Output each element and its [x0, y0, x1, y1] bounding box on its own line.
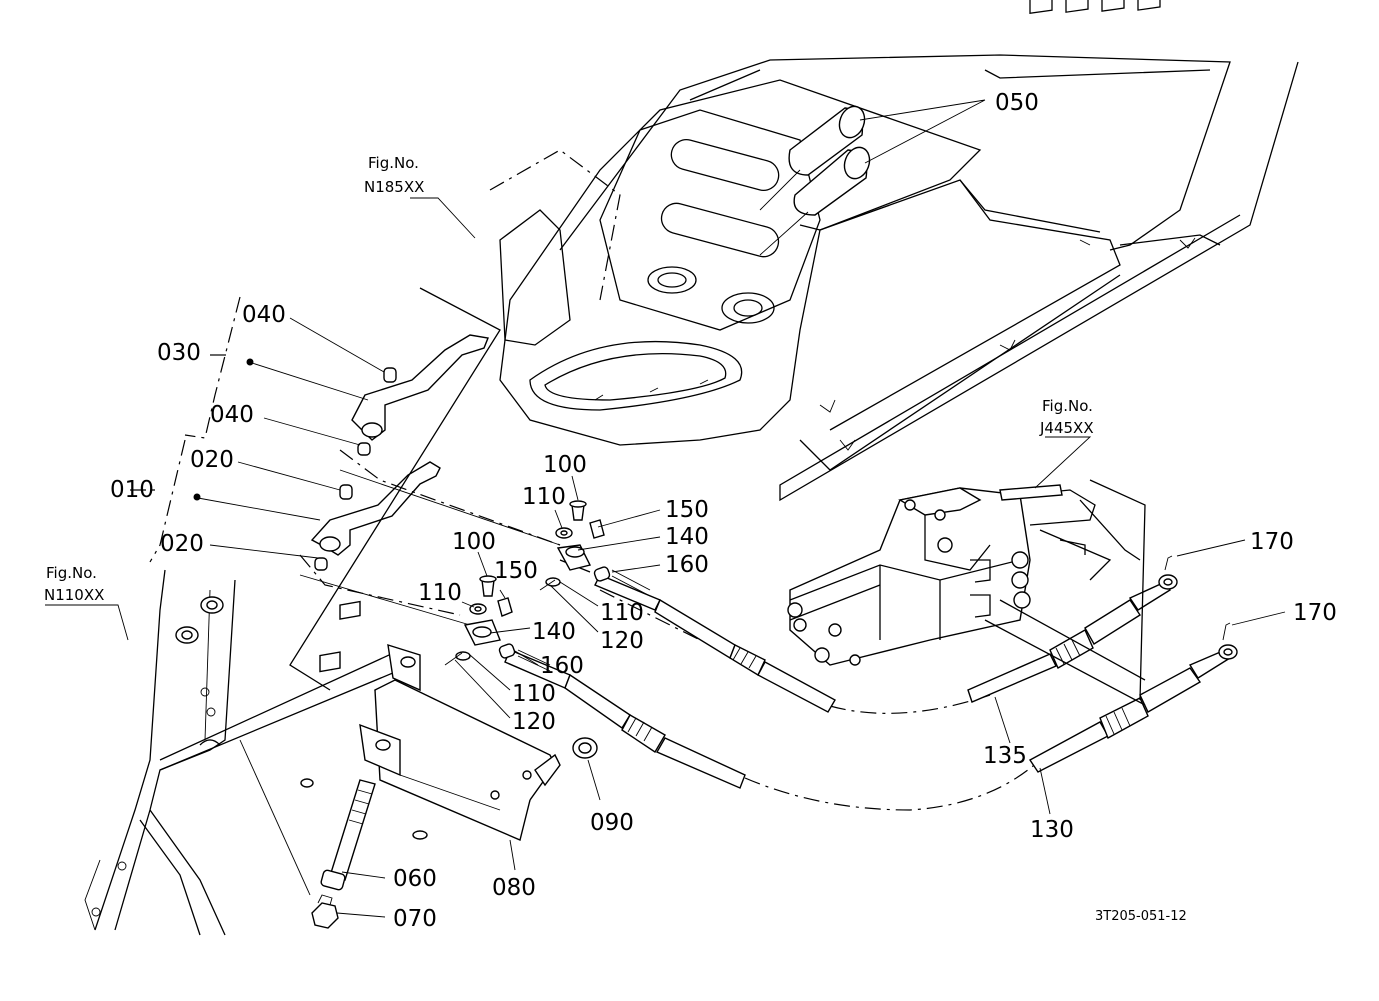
- label-090: 090: [590, 810, 634, 836]
- label-140-upper: 140: [665, 524, 709, 550]
- label-120-upper: 120: [600, 628, 644, 654]
- leader-lines: [45, 99, 1286, 918]
- lever-030: [351, 334, 489, 456]
- label-100-upper: 100: [543, 452, 587, 478]
- label-010: 010: [110, 477, 154, 503]
- figref-n110-line2: N110XX: [44, 586, 104, 604]
- label-050: 050: [995, 90, 1039, 116]
- label-080: 080: [492, 875, 536, 901]
- mounting-plate-080: [359, 643, 561, 841]
- cable-130: [504, 649, 1231, 811]
- lever-010: [310, 461, 441, 571]
- label-110-lower: 110: [512, 681, 556, 707]
- label-030: 030: [157, 340, 201, 366]
- connection-lines: [289, 287, 701, 691]
- label-140-lower: 140: [532, 619, 576, 645]
- label-160-upper: 160: [665, 552, 709, 578]
- figref-n185-line2: N185XX: [364, 178, 424, 196]
- fastener-group-lower: [444, 575, 551, 672]
- bracket-030: [184, 296, 241, 439]
- label-020-upper: 020: [190, 447, 234, 473]
- bolt-070: [311, 894, 339, 929]
- label-110-left: 110: [418, 580, 462, 606]
- figref-n110-line1: Fig.No.: [46, 564, 97, 582]
- label-150-lower: 150: [494, 558, 538, 584]
- nut-090: [572, 737, 598, 759]
- cable-135: [559, 559, 1171, 714]
- bracket-dot-010: [193, 493, 201, 501]
- fastener-group-upper: [539, 500, 651, 597]
- left-panel-structure: [84, 569, 428, 936]
- figref-n185-line1: Fig.No.: [368, 154, 419, 172]
- bolt-060: [320, 779, 376, 891]
- label-135: 135: [983, 743, 1027, 769]
- control-valve-j445: [787, 479, 1146, 706]
- lever-knobs-050: [759, 105, 871, 256]
- label-020-lower: 020: [160, 531, 204, 557]
- tractor-body-outline: [489, 54, 1299, 502]
- label-120-lower: 120: [512, 709, 556, 735]
- figref-j445-line2: J445XX: [1039, 419, 1094, 437]
- label-110-mid: 110: [600, 600, 644, 626]
- label-130: 130: [1030, 817, 1074, 843]
- label-160-lower: 160: [540, 653, 584, 679]
- label-170-lower: 170: [1293, 600, 1337, 626]
- label-170-upper: 170: [1250, 529, 1294, 555]
- label-060: 060: [393, 866, 437, 892]
- label-150-upper: 150: [665, 497, 709, 523]
- figref-j445-line1: Fig.No.: [1042, 397, 1093, 415]
- drawing-code: 3T205-051-12: [1095, 909, 1187, 924]
- cable-ends-170: [1158, 555, 1238, 660]
- label-100-lower: 100: [452, 529, 496, 555]
- bracket-dot-030: [246, 358, 254, 366]
- instrument-windows: [1029, 0, 1161, 14]
- label-070: 070: [393, 906, 437, 932]
- label-040-lower: 040: [210, 402, 254, 428]
- bracket-010: [149, 439, 186, 563]
- label-040-upper: 040: [242, 302, 286, 328]
- label-110-upper: 110: [522, 484, 566, 510]
- control-console: [499, 79, 982, 446]
